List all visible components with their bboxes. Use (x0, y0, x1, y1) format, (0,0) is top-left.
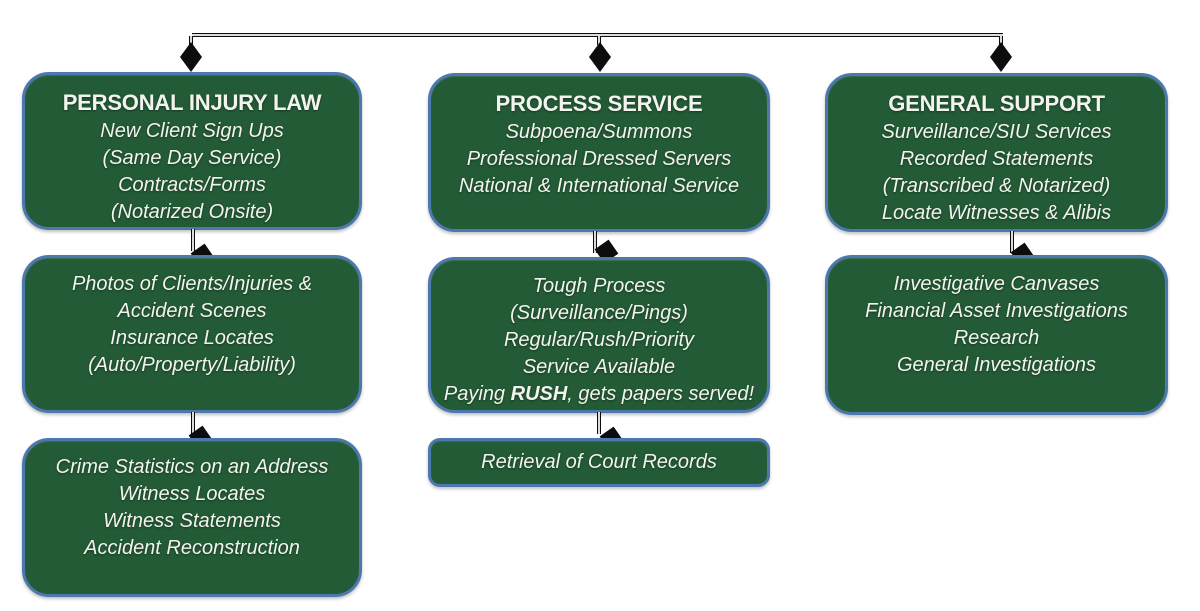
pi-crime-stats-box: Crime Statistics on an Address Witness L… (22, 438, 362, 597)
box-line: Regular/Rush/Priority (503, 329, 695, 351)
connector-stub-right (999, 36, 1003, 45)
box-line: Photos of Clients/Injuries & (71, 273, 313, 295)
personal-injury-law-box: PERSONAL INJURY LAW New Client Sign Ups … (22, 72, 362, 230)
box-line: General Investigations (896, 354, 1096, 376)
diamond-arrow-icon (180, 42, 202, 72)
box-line: Crime Statistics on an Address (55, 456, 329, 478)
box-line: Retrieval of Court Records (481, 451, 717, 473)
connector-stub-left (189, 36, 193, 45)
general-support-box: GENERAL SUPPORT Surveillance/SIU Service… (825, 73, 1168, 232)
connector-line (593, 231, 597, 253)
rush-line-post: , gets papers served! (567, 383, 755, 405)
box-line: (Same Day Service) (102, 147, 282, 169)
box-line-rush: Paying RUSH, gets papers served! (431, 381, 767, 408)
connector-line (1010, 231, 1014, 253)
box-line: Witness Locates (118, 483, 266, 505)
rush-line-pre: Paying (443, 383, 511, 405)
connector-line (191, 412, 195, 434)
ps-tough-process-box: Tough Process (Surveillance/Pings) Regul… (428, 257, 770, 413)
rush-line-bold: RUSH (510, 383, 568, 405)
box-line: Research (953, 327, 1040, 349)
box-line: National & International Service (458, 175, 740, 197)
box-line: (Transcribed & Notarized) (882, 175, 1111, 197)
box-line: Professional Dressed Servers (466, 148, 732, 170)
process-service-box: PROCESS SERVICE Subpoena/Summons Profess… (428, 73, 770, 232)
connector-stub-middle (597, 36, 601, 45)
box-line: (Surveillance/Pings) (510, 302, 688, 324)
box-line: Witness Statements (103, 510, 281, 532)
box-title: GENERAL SUPPORT (888, 91, 1105, 116)
diamond-arrow-icon (990, 42, 1012, 72)
connector-line (191, 229, 195, 251)
box-line: Tough Process (532, 275, 666, 297)
box-line: Contracts/Forms (118, 174, 266, 196)
box-line: (Auto/Property/Liability) (88, 354, 296, 376)
box-line: Service Available (522, 356, 676, 378)
box-line: Financial Asset Investigations (865, 300, 1128, 322)
box-title: PROCESS SERVICE (495, 91, 703, 116)
ps-court-records-box: Retrieval of Court Records (428, 438, 770, 487)
gs-investigations-box: Investigative Canvases Financial Asset I… (825, 255, 1168, 415)
box-line: Recorded Statements (899, 148, 1094, 170)
box-line: Accident Scenes (117, 300, 267, 322)
box-line: Subpoena/Summons (505, 121, 693, 143)
box-line: Investigative Canvases (893, 273, 1100, 295)
box-line: (Notarized Onsite) (110, 201, 274, 223)
connector-line (597, 412, 601, 434)
box-line: Surveillance/SIU Services (881, 121, 1112, 143)
box-line: Locate Witnesses & Alibis (881, 202, 1112, 224)
pi-photos-insurance-box: Photos of Clients/Injuries & Accident Sc… (22, 255, 362, 413)
box-title: PERSONAL INJURY LAW (62, 90, 322, 115)
diamond-arrow-icon (589, 42, 611, 72)
box-line: New Client Sign Ups (100, 120, 284, 142)
box-line: Insurance Locates (110, 327, 274, 349)
box-line: Accident Reconstruction (84, 537, 300, 559)
